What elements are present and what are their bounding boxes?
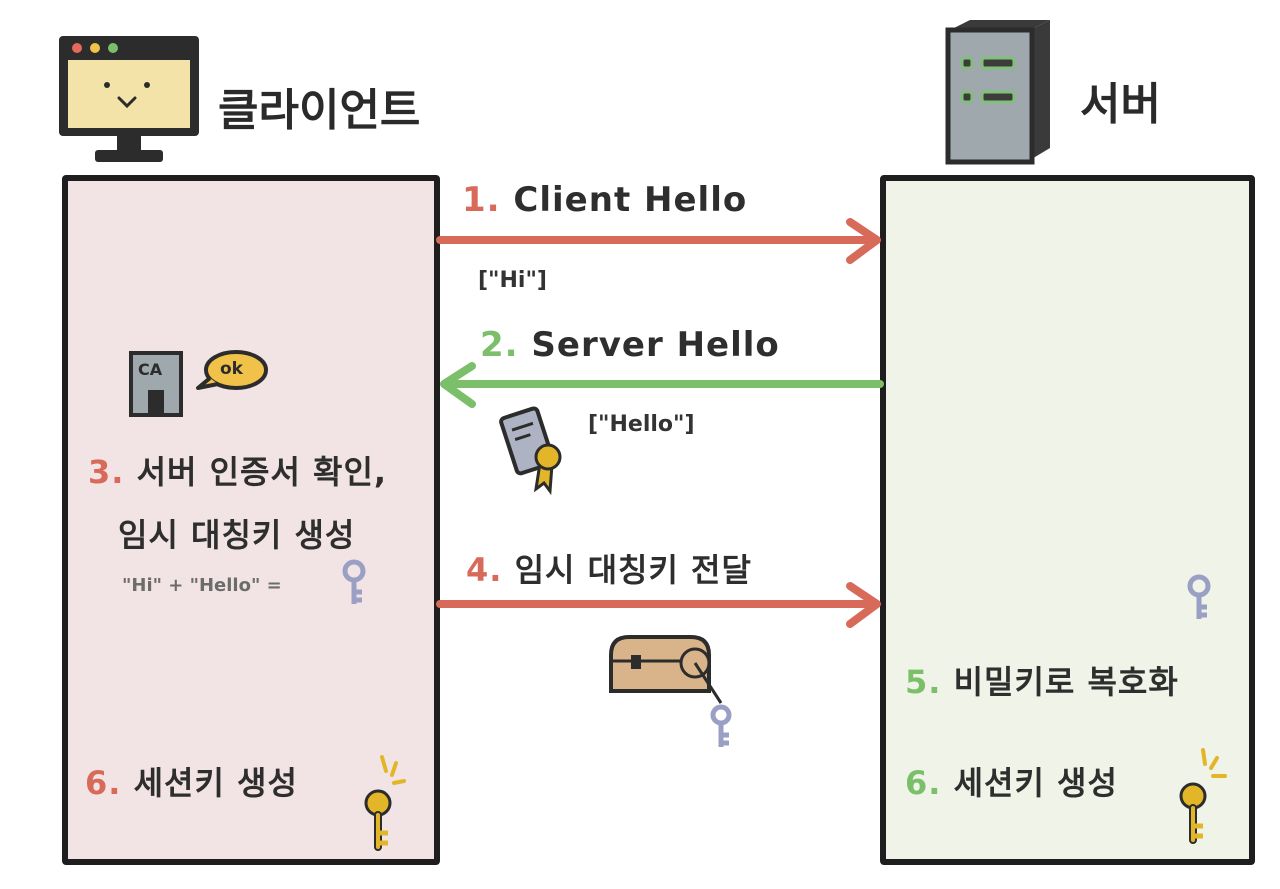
ca-label: CA [138,360,163,379]
monitor-icon [59,36,199,162]
step1-arrow [436,218,881,264]
step3-line1: 3. 서버 인증서 확인, [88,447,387,493]
step6-client-number: 6. [85,764,122,802]
step1-number: 1. [462,180,501,220]
step1-payload: ["Hi"] [478,268,547,293]
temp-key-icon [342,559,366,604]
ok-label: ok [220,359,243,379]
server-title: 서버 [1080,79,1161,130]
step1-label: 1. Client Hello [462,180,747,220]
step3-number: 3. [88,453,125,491]
step3-formula: "Hi" + "Hello" = [122,575,282,596]
server-session-key-icon [1179,748,1227,844]
step3-text1: 서버 인증서 확인, [136,453,388,491]
step4-arrow [436,582,881,628]
step6-server-text: 세션키 생성 [953,764,1118,802]
chest-icon [609,635,732,747]
step1-text: Client Hello [513,180,748,220]
step6-server-number: 6. [905,764,942,802]
server-temp-key-icon [1187,574,1211,619]
step5-text: 비밀키로 복호화 [953,663,1179,701]
step4-label: 4. 임시 대칭키 전달 [466,545,752,591]
ok-bubble-icon [196,350,268,390]
step3-line2: 임시 대칭키 생성 [118,516,356,554]
step2-payload: ["Hello"] [588,412,695,437]
client-title: 클라이언트 [218,85,421,136]
server-tower-icon [945,20,1050,165]
step2-label: 2. Server Hello [480,325,780,365]
ca-building-icon [129,351,183,417]
session-key-icon [364,755,406,851]
step6-client-text: 세션키 생성 [133,764,298,802]
client-panel [62,175,440,865]
step5-label: 5. 비밀키로 복호화 [905,657,1179,703]
step2-arrow [440,362,884,408]
step2-text: Server Hello [531,325,780,365]
step5-number: 5. [905,663,942,701]
certificate-icon [499,406,562,496]
step6-client-label: 6. 세션키 생성 [85,758,298,804]
step2-number: 2. [480,325,519,365]
step4-number: 4. [466,551,503,589]
step4-text: 임시 대칭키 전달 [514,551,752,589]
step6-server-label: 6. 세션키 생성 [905,758,1118,804]
server-panel [880,175,1255,865]
